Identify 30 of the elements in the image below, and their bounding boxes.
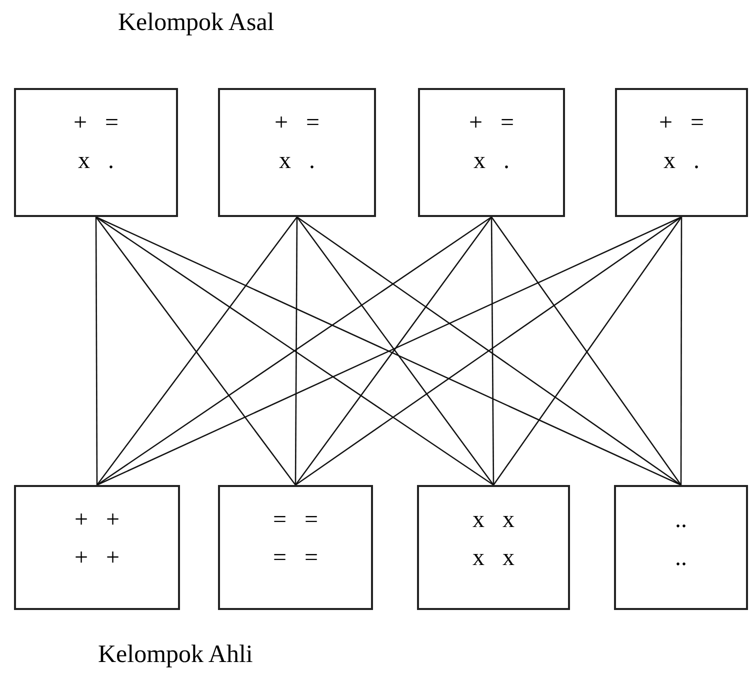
connector-line [680,217,682,485]
symbol-text: x . [474,147,510,176]
symbol-text: + + [74,506,120,535]
group-box [14,88,178,217]
symbol-text: + = [658,109,704,138]
connector-line [294,217,298,485]
connector-line [490,217,494,485]
symbol-text: = = [272,544,318,573]
symbol-text: x . [279,147,315,176]
symbol-text: x x [472,506,514,535]
group-box [218,88,376,217]
symbol-text: .. [675,506,687,535]
group-box [14,485,180,610]
symbol-text: + + [74,544,120,573]
symbol-text: x . [664,147,700,176]
symbol-text: .. [675,544,687,573]
connector-line [95,217,98,485]
symbol-text: + = [274,109,320,138]
symbol-text: = = [272,506,318,535]
group-box [218,485,373,610]
symbol-text: + = [468,109,514,138]
symbol-text: x . [78,147,114,176]
symbol-text: x x [472,544,514,573]
symbol-text: + = [73,109,119,138]
group-box [615,88,748,217]
group-box [417,485,570,610]
group-box [614,485,748,610]
group-box [418,88,565,217]
group-label: Kelompok Ahli [98,640,253,670]
group-label: Kelompok Asal [118,8,274,38]
